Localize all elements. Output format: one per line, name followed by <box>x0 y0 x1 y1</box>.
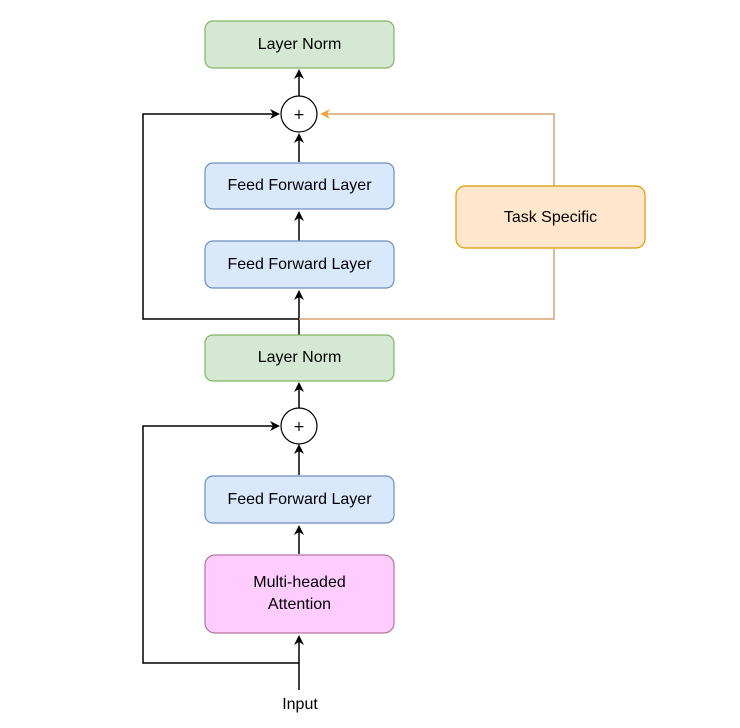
layer-norm-middle-label: Layer Norm <box>258 349 342 366</box>
attention-label-line-2: Attention <box>268 596 331 613</box>
add-node-top-label: + <box>293 107 305 123</box>
layer-norm-middle: Layer Norm <box>204 334 395 382</box>
edge-residual-top <box>142 109 299 320</box>
feed-forward-lower: Feed Forward Layer <box>204 475 395 524</box>
task-specific-box: Task Specific <box>455 185 646 249</box>
multi-headed-attention: Multi-headed Attention <box>204 554 395 634</box>
feed-forward-lower-label: Feed Forward Layer <box>227 491 372 508</box>
attention-label-line-1: Multi-headed <box>253 574 346 591</box>
feed-forward-upper-1: Feed Forward Layer <box>204 162 395 210</box>
layer-norm-top-label: Layer Norm <box>258 36 342 53</box>
edge-residual-bottom <box>142 421 299 664</box>
feed-forward-upper-2-label: Feed Forward Layer <box>227 256 372 273</box>
edge-to-task-specific <box>299 249 555 320</box>
add-node-top: + <box>280 95 318 133</box>
task-specific-label: Task Specific <box>504 209 597 226</box>
input-label: Input <box>282 696 318 713</box>
add-node-bottom: + <box>280 407 318 445</box>
add-node-bottom-label: + <box>293 419 305 435</box>
edge-task-specific-to-add-top <box>320 109 555 186</box>
layer-norm-top: Layer Norm <box>204 20 395 69</box>
feed-forward-upper-1-label: Feed Forward Layer <box>227 177 372 194</box>
feed-forward-upper-2: Feed Forward Layer <box>204 240 395 289</box>
